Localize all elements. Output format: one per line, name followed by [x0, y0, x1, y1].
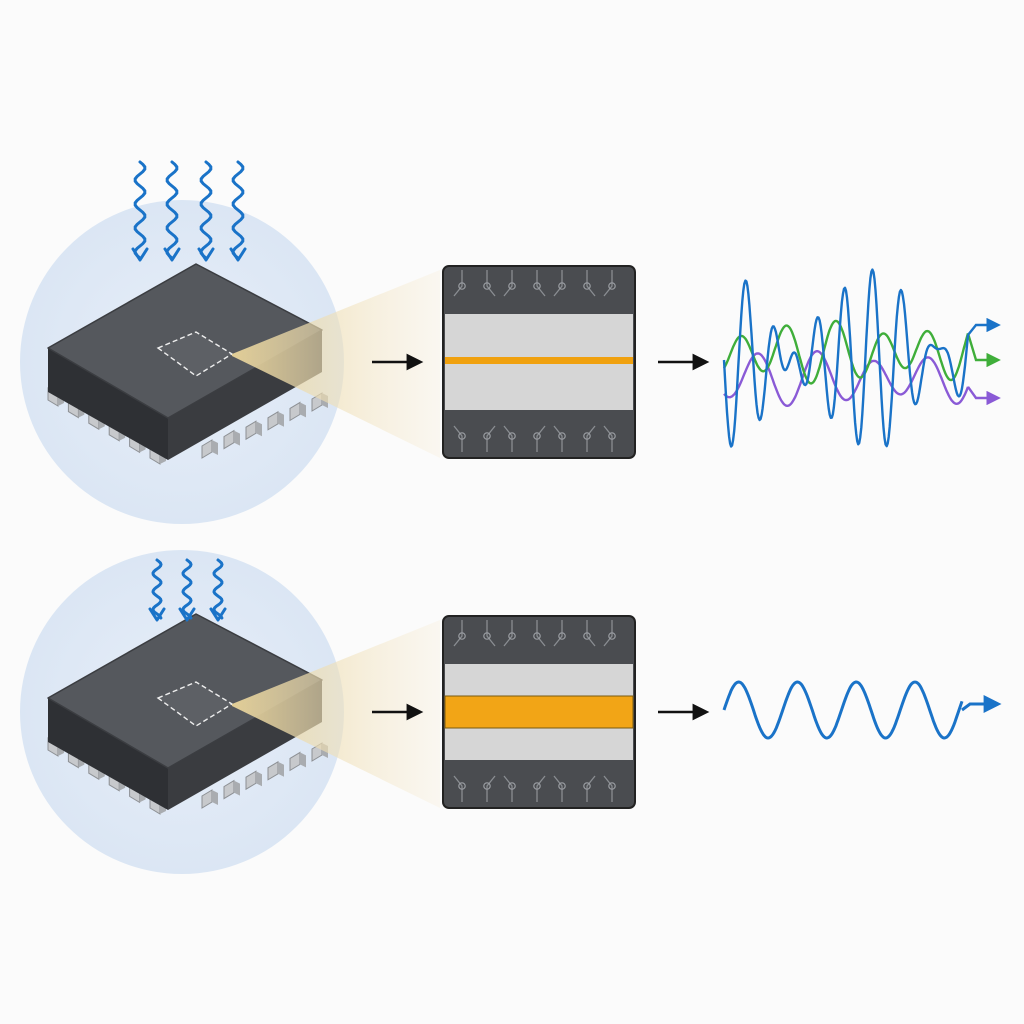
- via: [458, 282, 466, 290]
- circuit-trace: [503, 425, 513, 452]
- incoming-radiation: [131, 160, 247, 262]
- circuit-trace: [586, 775, 596, 802]
- circuit-trace: [553, 270, 563, 297]
- incoming-wave-arrow-icon: [231, 160, 245, 260]
- via: [558, 782, 566, 790]
- circuit-trace: [503, 775, 513, 802]
- circuit-trace: [536, 775, 546, 802]
- magnification-beam: [232, 620, 440, 808]
- circuit-trace: [553, 425, 563, 452]
- via: [483, 782, 491, 790]
- via: [508, 632, 516, 640]
- via: [508, 782, 516, 790]
- layer-stack: [442, 265, 636, 459]
- via: [583, 782, 591, 790]
- circuit-trace: [603, 775, 613, 802]
- green-channel-arrow-icon: [966, 333, 1001, 368]
- circuit-trace: [503, 620, 513, 647]
- circuit-trace: [536, 620, 546, 647]
- via: [608, 432, 616, 440]
- signal-arrow-icon: [961, 695, 1002, 713]
- circuit-trace: [603, 270, 613, 297]
- via: [458, 782, 466, 790]
- incoming-wave-arrow-icon: [133, 160, 147, 260]
- circuit-trace: [603, 620, 613, 647]
- active-layer-thin: [445, 357, 633, 364]
- via: [533, 782, 541, 790]
- active-layer-thick: [444, 695, 634, 729]
- via: [533, 432, 541, 440]
- incoming-wave-arrow-icon: [199, 160, 213, 260]
- output-signal-clean: [722, 680, 1002, 740]
- chip-side-left: [48, 698, 168, 810]
- circuit-trace: [586, 620, 596, 647]
- circuit-trace: [603, 425, 613, 452]
- incoming-wave-arrow-icon: [212, 558, 224, 620]
- circuit-trace: [453, 425, 463, 452]
- chip-side-left: [48, 348, 168, 460]
- chip-icon: [47, 263, 328, 465]
- circuit-trace: [586, 425, 596, 452]
- incoming-wave-arrow-icon: [181, 558, 193, 620]
- circuit-trace: [586, 270, 596, 297]
- via: [583, 632, 591, 640]
- via: [508, 432, 516, 440]
- incoming-wave-arrow-icon: [151, 558, 163, 620]
- blue-channel: [722, 268, 970, 448]
- circuit-trace: [503, 270, 513, 297]
- magnification-beam: [232, 270, 440, 458]
- via: [583, 432, 591, 440]
- circuit-trace: [486, 425, 496, 452]
- circuit-trace: [486, 270, 496, 297]
- row-bottom: [20, 550, 1002, 874]
- via: [458, 632, 466, 640]
- via: [608, 282, 616, 290]
- via: [558, 282, 566, 290]
- circuit-trace: [536, 270, 546, 297]
- via: [608, 632, 616, 640]
- incoming-radiation: [148, 558, 227, 622]
- via: [508, 282, 516, 290]
- row-top: [20, 160, 1001, 524]
- circuit-trace: [553, 775, 563, 802]
- via: [583, 282, 591, 290]
- purple-channel-arrow-icon: [967, 386, 1001, 406]
- via: [558, 432, 566, 440]
- blue-channel-arrow-icon: [967, 317, 1001, 336]
- circuit-trace: [453, 620, 463, 647]
- incoming-wave-arrow-icon: [165, 160, 179, 260]
- circuit-trace: [553, 620, 563, 647]
- output-signal-noisy: [722, 268, 1001, 448]
- via: [483, 432, 491, 440]
- sine-wave: [722, 680, 964, 740]
- green-channel: [722, 319, 970, 385]
- via: [608, 782, 616, 790]
- circuit-trace: [536, 425, 546, 452]
- via: [533, 632, 541, 640]
- via: [533, 282, 541, 290]
- layer-stack: [442, 615, 636, 809]
- circuit-trace: [453, 270, 463, 297]
- circuit-trace: [486, 620, 496, 647]
- circuit-trace: [453, 775, 463, 802]
- via: [483, 282, 491, 290]
- via: [558, 632, 566, 640]
- circuit-trace: [486, 775, 496, 802]
- via: [483, 632, 491, 640]
- purple-channel: [723, 350, 970, 407]
- via: [458, 432, 466, 440]
